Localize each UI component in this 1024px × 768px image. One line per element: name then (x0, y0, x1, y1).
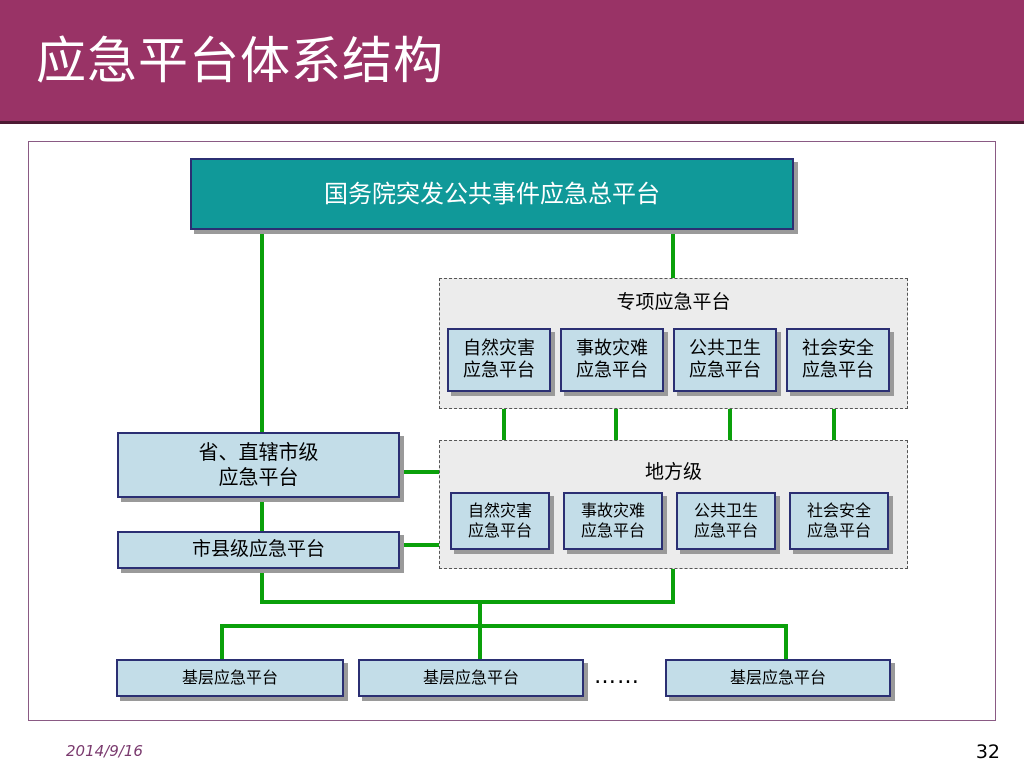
connector-grass-horizontal (220, 624, 788, 628)
national-platform-node: 国务院突发公共事件应急总平台 (190, 158, 794, 230)
city-county-platform-node: 市县级应急平台 (117, 531, 400, 569)
ellipsis-text: …… (594, 664, 640, 689)
connector-provincial-to-local (400, 470, 440, 474)
grassroots-platform-label: 基层应急平台 (729, 668, 826, 687)
grassroots-platform-node-2: 基层应急平台 (358, 659, 584, 697)
grassroots-platform-node-1: 基层应急平台 (116, 659, 344, 697)
slide-page-number: 32 (975, 741, 1000, 763)
local-public-health-node: 公共卫生 应急平台 (676, 492, 776, 550)
slide-title: 应急平台体系结构 (36, 32, 444, 90)
connector-provincial-to-city (260, 497, 264, 532)
local-item-label: 事故灾难 应急平台 (580, 501, 645, 540)
special-item-label: 事故灾难 应急平台 (576, 337, 648, 382)
connector-grass-1 (220, 624, 224, 660)
special-natural-disaster-node: 自然灾害 应急平台 (447, 328, 551, 392)
connector-local-to-bus (671, 567, 675, 603)
local-item-label: 公共卫生 应急平台 (693, 501, 758, 540)
national-platform-label: 国务院突发公共事件应急总平台 (324, 180, 660, 208)
provincial-platform-label: 省、直辖市级 应急平台 (198, 440, 319, 489)
special-social-security-node: 社会安全 应急平台 (786, 328, 890, 392)
connector-top-to-special (671, 229, 675, 279)
connector-top-to-provincial (260, 229, 264, 433)
provincial-platform-node: 省、直辖市级 应急平台 (117, 432, 400, 498)
slide-date: 2014/9/16 (66, 742, 143, 760)
special-group-label: 专项应急平台 (616, 291, 731, 313)
grassroots-platform-node-3: 基层应急平台 (665, 659, 891, 697)
local-item-label: 社会安全 应急平台 (806, 501, 871, 540)
connector-grass-3 (784, 624, 788, 660)
connector-bus-down (478, 600, 482, 660)
local-social-security-node: 社会安全 应急平台 (789, 492, 889, 550)
special-accident-node: 事故灾难 应急平台 (560, 328, 664, 392)
city-county-platform-label: 市县级应急平台 (191, 538, 325, 561)
special-item-label: 社会安全 应急平台 (802, 337, 874, 382)
connector-city-to-bus (260, 569, 264, 603)
local-group-label: 地方级 (644, 461, 702, 483)
connector-bus-horizontal (260, 600, 675, 604)
grassroots-platform-label: 基层应急平台 (422, 668, 519, 687)
local-accident-node: 事故灾难 应急平台 (563, 492, 663, 550)
special-item-label: 公共卫生 应急平台 (689, 337, 761, 382)
connector-city-to-local (400, 543, 440, 547)
special-item-label: 自然灾害 应急平台 (463, 337, 535, 382)
local-natural-disaster-node: 自然灾害 应急平台 (450, 492, 550, 550)
diagram-frame (28, 141, 996, 721)
grassroots-platform-label: 基层应急平台 (181, 668, 278, 687)
local-item-label: 自然灾害 应急平台 (467, 501, 532, 540)
special-public-health-node: 公共卫生 应急平台 (673, 328, 777, 392)
slide-header: 应急平台体系结构 (0, 0, 1024, 124)
